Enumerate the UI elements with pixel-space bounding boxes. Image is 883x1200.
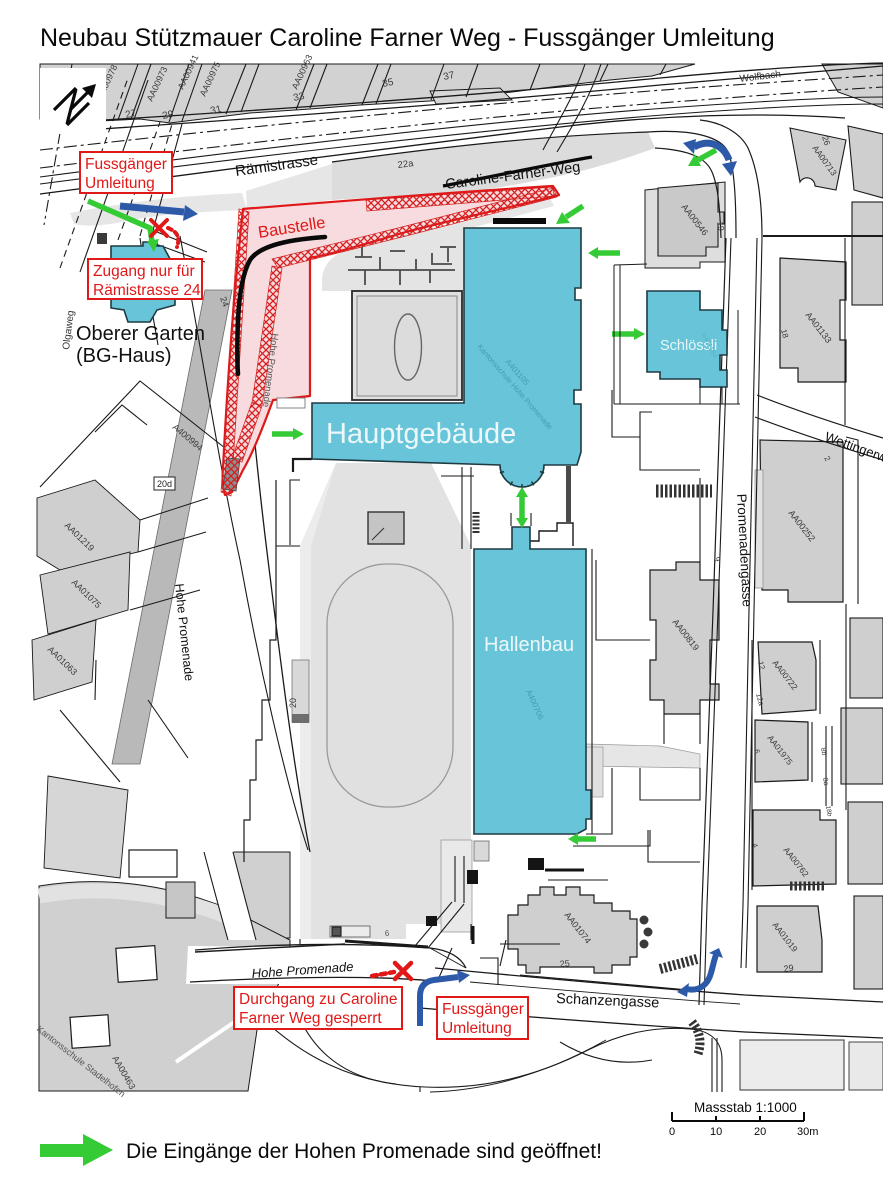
svg-text:Durchgang zu Caroline: Durchgang zu Caroline bbox=[239, 991, 398, 1008]
svg-text:Hohe Promenade: Hohe Promenade bbox=[251, 959, 354, 981]
svg-text:20: 20 bbox=[754, 1126, 766, 1138]
svg-text:6: 6 bbox=[385, 929, 390, 938]
svg-text:33: 33 bbox=[292, 91, 306, 104]
svg-text:Olgaweg: Olgaweg bbox=[61, 310, 77, 351]
svg-text:Umleitung: Umleitung bbox=[442, 1020, 512, 1037]
svg-text:0: 0 bbox=[669, 1126, 675, 1138]
svg-text:Schlössli: Schlössli bbox=[660, 338, 717, 354]
svg-text:Fussgänger: Fussgänger bbox=[85, 156, 167, 173]
svg-text:10: 10 bbox=[710, 1126, 722, 1138]
svg-text:Zugang nur für: Zugang nur für bbox=[93, 263, 195, 280]
svg-text:4: 4 bbox=[750, 842, 760, 848]
svg-text:Hallenbau: Hallenbau bbox=[484, 634, 574, 656]
svg-text:Massstab 1:1000: Massstab 1:1000 bbox=[694, 1100, 797, 1115]
svg-text:Promenadengasse: Promenadengasse bbox=[734, 493, 755, 607]
svg-text:26: 26 bbox=[820, 135, 833, 147]
svg-text:29: 29 bbox=[783, 963, 794, 974]
svg-text:Hauptgebäude: Hauptgebäude bbox=[326, 418, 516, 450]
svg-text:35: 35 bbox=[381, 77, 395, 90]
svg-text:Rämistrasse 24: Rämistrasse 24 bbox=[93, 282, 201, 299]
svg-text:12a: 12a bbox=[754, 692, 766, 707]
svg-text:29: 29 bbox=[161, 109, 175, 122]
svg-text:18: 18 bbox=[779, 328, 790, 339]
svg-text:Oberer Garten: Oberer Garten bbox=[76, 323, 205, 345]
svg-text:Neubau Stützmauer Caroline Far: Neubau Stützmauer Caroline Farner Weg - … bbox=[40, 24, 775, 52]
svg-text:(BG-Haus): (BG-Haus) bbox=[76, 345, 172, 367]
svg-text:24: 24 bbox=[218, 295, 231, 308]
svg-text:Farner Weg gesperrt: Farner Weg gesperrt bbox=[239, 1010, 382, 1027]
svg-text:Umleitung: Umleitung bbox=[85, 175, 155, 192]
svg-text:Wolfbach: Wolfbach bbox=[739, 69, 782, 85]
svg-text:18b: 18b bbox=[824, 805, 833, 817]
svg-text:2: 2 bbox=[822, 455, 832, 464]
svg-text:20d: 20d bbox=[157, 479, 172, 489]
svg-text:30m: 30m bbox=[797, 1126, 818, 1138]
svg-text:6: 6 bbox=[752, 748, 762, 754]
svg-text:22a: 22a bbox=[397, 158, 415, 171]
svg-text:Fussgänger: Fussgänger bbox=[442, 1001, 524, 1018]
svg-text:27: 27 bbox=[124, 108, 138, 121]
svg-text:Schanzengasse: Schanzengasse bbox=[556, 991, 660, 1011]
svg-text:20: 20 bbox=[288, 698, 298, 708]
svg-text:31: 31 bbox=[209, 104, 223, 117]
svg-text:37: 37 bbox=[442, 70, 456, 83]
svg-text:8b: 8b bbox=[819, 747, 827, 756]
svg-text:8a: 8a bbox=[821, 777, 829, 786]
svg-text:19: 19 bbox=[715, 221, 727, 232]
svg-text:12: 12 bbox=[756, 660, 767, 670]
svg-text:Die Eingänge der Hohen Promena: Die Eingänge der Hohen Promenade sind ge… bbox=[126, 1140, 602, 1163]
svg-text:25: 25 bbox=[559, 958, 570, 969]
svg-text:9: 9 bbox=[712, 556, 722, 564]
